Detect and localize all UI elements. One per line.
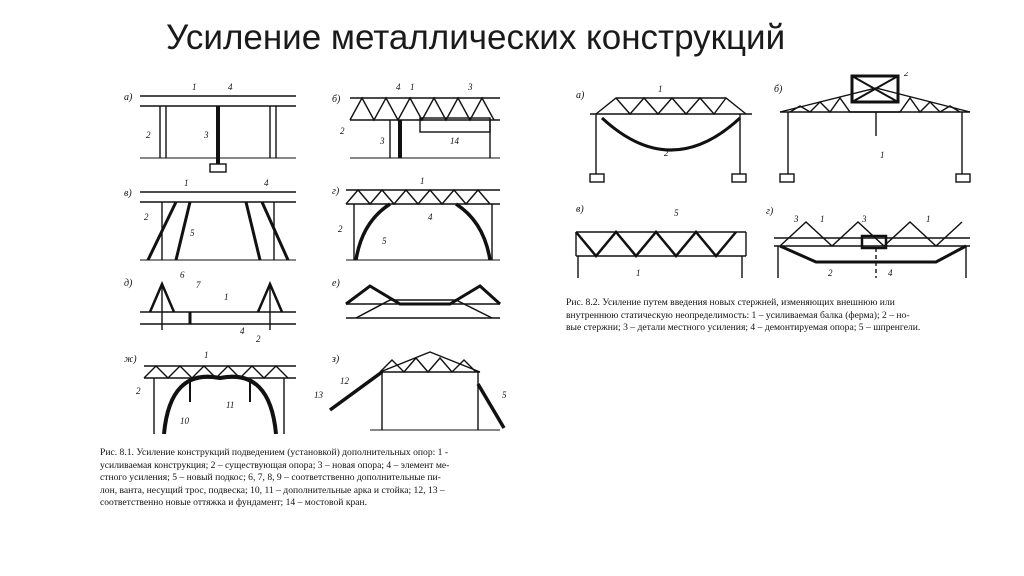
panel-letter-b: б) xyxy=(332,94,341,105)
callout-label: 3 xyxy=(379,136,385,146)
callout-label: 2 xyxy=(256,334,261,344)
callout-label: 4 xyxy=(396,82,401,92)
panel-zh-drawing xyxy=(143,365,296,435)
panel-letter-zh: ж) xyxy=(124,354,137,365)
callout-label: 1 xyxy=(224,292,229,302)
panel-letter-z: з) xyxy=(331,354,340,365)
callout-label: 2 xyxy=(340,126,345,136)
callout-label: 2 xyxy=(136,386,141,396)
callout-label: 1 xyxy=(636,268,641,278)
callout-label: 3 xyxy=(467,82,473,92)
callout-label: 4 xyxy=(888,268,893,278)
callout-label: 1 xyxy=(410,82,415,92)
callout-label: 11 xyxy=(226,400,234,410)
callout-label: 1 xyxy=(820,214,825,224)
callout-label: 3 xyxy=(861,214,867,224)
callout-label: 1 xyxy=(880,150,885,160)
caption-line: соответственно новые оттяжка и фундамент… xyxy=(100,497,368,508)
callout-label: 13 xyxy=(314,390,324,400)
callout-label: 14 xyxy=(450,136,460,146)
panel-v-drawing xyxy=(575,230,747,278)
callout-label: 3 xyxy=(203,130,209,140)
callout-label: 2 xyxy=(664,148,669,158)
callout-label: 5 xyxy=(190,228,195,238)
callout-label: 2 xyxy=(338,224,343,234)
callout-label: 1 xyxy=(204,350,209,360)
panel-a-drawing xyxy=(589,96,752,183)
caption-line: лон, ванта, несущий трос, подвеска; 10, … xyxy=(100,484,445,496)
panel-letter-a: а) xyxy=(576,90,585,101)
callout-label: 10 xyxy=(180,416,190,426)
callout-label: 1 xyxy=(192,82,197,92)
callout-label: 5 xyxy=(382,236,387,246)
panel-z-drawing xyxy=(328,351,506,431)
caption-line: усиливаемая конструкция; 2 – существующа… xyxy=(100,459,450,471)
callout-label: 12 xyxy=(340,376,350,386)
panel-v-drawing xyxy=(140,191,296,261)
caption-line: стного усиления; 5 – новый подкос; 6, 7,… xyxy=(100,472,441,483)
panel-letter-e: е) xyxy=(332,278,340,289)
callout-label: 2 xyxy=(146,130,151,140)
callout-label: 1 xyxy=(658,84,663,94)
panel-letter-a: а) xyxy=(124,92,133,103)
panel-b-drawing xyxy=(349,96,500,159)
panel-g-drawing xyxy=(774,221,970,278)
caption-line: Рис. 8.2. Усиление путем введения новых … xyxy=(566,297,895,308)
callout-label: 5 xyxy=(502,390,507,400)
panel-a-drawing xyxy=(140,95,296,173)
panel-d-drawing xyxy=(140,280,296,330)
panel-letter-v: в) xyxy=(124,188,132,199)
caption-line: Рис. 8.1. Усиление конструкций подведени… xyxy=(100,447,449,458)
slide-title: Усиление металлических конструкций xyxy=(166,18,786,57)
panel-e-drawing xyxy=(345,284,502,319)
callout-label: 3 xyxy=(793,214,799,224)
figure-8-2-caption: Рис. 8.2. Усиление путем введения новых … xyxy=(566,297,982,335)
panel-letter-g: г) xyxy=(332,186,340,197)
callout-label: 7 xyxy=(196,280,201,290)
callout-label: 1 xyxy=(420,176,425,186)
callout-label: 4 xyxy=(240,326,245,336)
callout-label: 2 xyxy=(904,72,909,78)
panel-g-drawing xyxy=(345,188,500,261)
callout-label: 4 xyxy=(228,82,233,92)
panel-letter-d: д) xyxy=(124,278,133,289)
figure-8-2-diagram: а) б) в) г) 1 2 2 1 5 1 3 1 3 1 2 4 xyxy=(575,72,971,278)
panel-letter-b: б) xyxy=(774,84,783,95)
callout-label: 4 xyxy=(264,178,269,188)
caption-line: вые стержни; 3 – детали местного усилени… xyxy=(566,322,921,333)
callout-label: 1 xyxy=(184,178,189,188)
figure-8-1-diagram: а) б) в) г) д) е) ж) з) 1 4 2 3 4 1 3 2 … xyxy=(124,82,507,435)
callout-label: 6 xyxy=(180,270,185,280)
callout-label: 5 xyxy=(674,208,679,218)
panel-letter-v: в) xyxy=(576,204,584,215)
figure-8-1-caption: Рис. 8.1. Усиление конструкций подведени… xyxy=(100,447,536,510)
callout-label: 4 xyxy=(428,212,433,222)
panel-b-drawing xyxy=(779,74,971,183)
callout-label: 2 xyxy=(144,212,149,222)
callout-label: 2 xyxy=(828,268,833,278)
callout-label: 1 xyxy=(926,214,931,224)
panel-letter-g: г) xyxy=(766,206,774,217)
caption-line: внутреннюю статическую неопределимость: … xyxy=(566,309,910,321)
